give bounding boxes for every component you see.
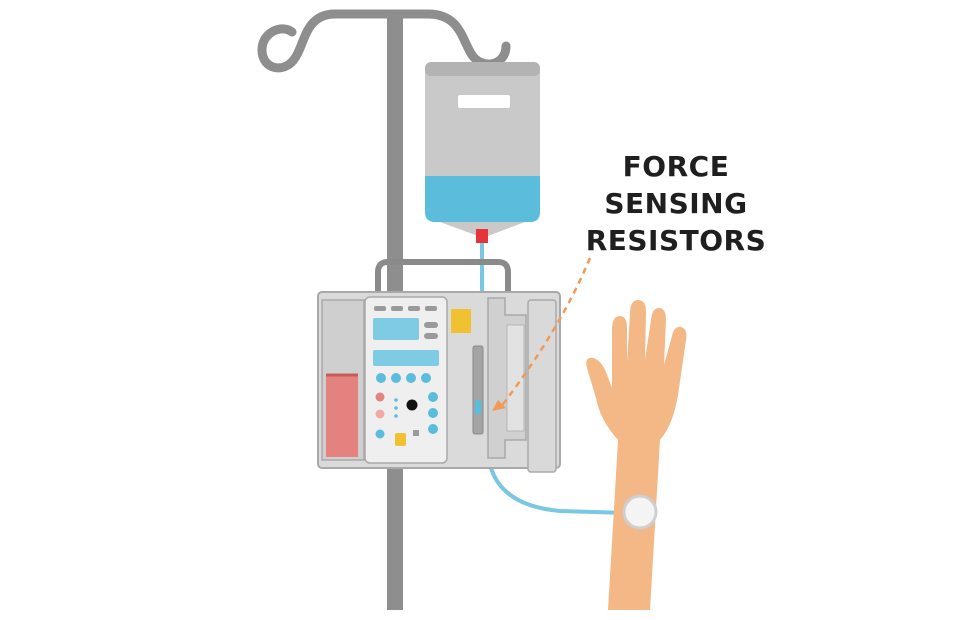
patient-arm xyxy=(586,300,687,610)
bag-top xyxy=(425,62,540,76)
keypad-button-4 xyxy=(421,373,431,383)
power-knob xyxy=(406,399,418,411)
indicator-3 xyxy=(408,306,420,311)
small-key xyxy=(413,430,419,436)
dot-1 xyxy=(394,398,398,402)
callout-line-2: SENSING xyxy=(604,187,748,220)
pump-door-outer xyxy=(527,299,557,473)
callout-line xyxy=(499,257,592,409)
keypad-button-3 xyxy=(406,373,416,383)
callout-pointer xyxy=(492,257,592,411)
right-hook xyxy=(390,9,511,69)
catheter-site xyxy=(622,494,658,530)
bag-label xyxy=(458,95,510,108)
right-button-2 xyxy=(428,408,438,418)
alarm-light xyxy=(375,392,385,402)
warning-light xyxy=(375,409,385,419)
pressure-channel xyxy=(472,345,484,435)
left-hook xyxy=(257,9,400,73)
keypad-button-2 xyxy=(391,373,401,383)
bag-connector xyxy=(476,229,488,243)
right-button-1 xyxy=(428,392,438,402)
callout-line-3: RESISTORS xyxy=(585,224,767,257)
keypad-button-1 xyxy=(376,373,386,383)
indicator-4 xyxy=(425,306,437,311)
indicator-1 xyxy=(374,306,386,311)
bag-fluid xyxy=(425,176,540,222)
callout-line-1: FORCE xyxy=(622,150,730,183)
dot-2 xyxy=(394,406,398,410)
iv-bag xyxy=(425,62,540,243)
callout-arrowhead xyxy=(492,400,506,411)
indicator-2 xyxy=(391,306,403,311)
red-chamber xyxy=(326,375,358,457)
dot-3 xyxy=(394,414,398,418)
right-button-3 xyxy=(428,424,438,434)
status-light xyxy=(375,429,385,439)
side-button-2 xyxy=(424,333,438,339)
force-sensing-resistors-label: FORCE SENSING RESISTORS xyxy=(556,148,796,259)
pump-handle xyxy=(375,259,511,292)
yellow-key xyxy=(395,433,406,446)
pump-door-panel xyxy=(506,324,525,432)
main-screen xyxy=(373,318,419,340)
tube-in-channel xyxy=(475,400,481,414)
side-button-1 xyxy=(424,322,438,328)
secondary-screen xyxy=(373,350,439,366)
sensor-pad xyxy=(451,309,471,333)
infusion-pump xyxy=(317,259,561,473)
arm-and-hand xyxy=(586,300,687,610)
